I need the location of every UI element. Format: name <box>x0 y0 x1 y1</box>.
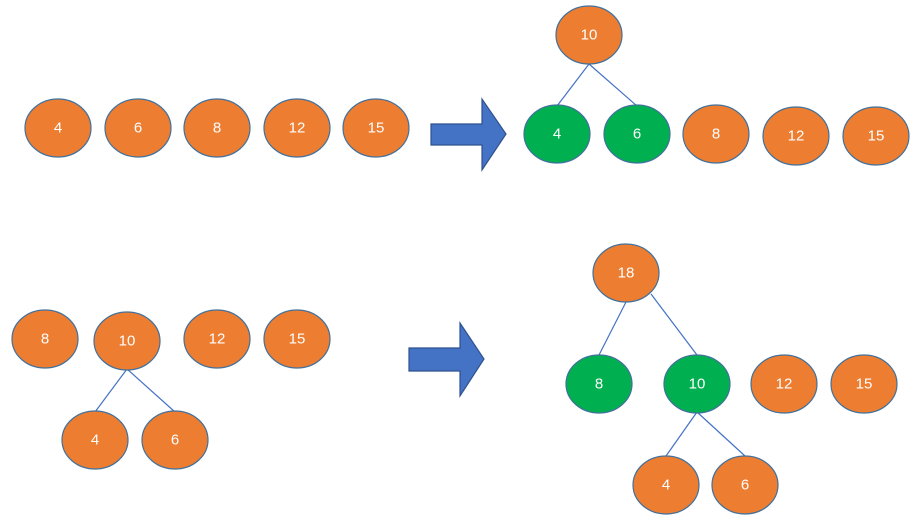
node-label: 4 <box>54 120 62 137</box>
tree-node: 8 <box>682 104 750 164</box>
node-label: 8 <box>213 120 221 137</box>
tree-node: 6 <box>104 98 172 158</box>
tree-node: 12 <box>183 309 251 369</box>
edge-10-to-4 <box>94 368 128 413</box>
tree-node: 12 <box>750 354 818 414</box>
tree-node: 15 <box>342 98 410 158</box>
edge-10-to-6 <box>696 411 746 457</box>
tree-node: 15 <box>842 106 910 166</box>
node-label: 6 <box>741 477 749 494</box>
tree-node: 12 <box>263 98 331 158</box>
node-label: 15 <box>868 128 885 145</box>
tree-node-child: 8 <box>565 354 633 414</box>
node-label: 6 <box>134 120 142 137</box>
node-label: 10 <box>119 333 136 350</box>
tree-node: 8 <box>183 98 251 158</box>
tree-node-root: 18 <box>592 243 660 303</box>
node-label: 6 <box>171 432 179 449</box>
node-label: 4 <box>662 477 670 494</box>
node-label: 6 <box>633 126 641 143</box>
tree-node-parent: 10 <box>555 5 623 65</box>
tree-node: 4 <box>24 98 92 158</box>
node-label: 10 <box>689 376 706 393</box>
node-label: 18 <box>618 265 635 282</box>
node-label: 8 <box>712 126 720 143</box>
edge-10-to-6 <box>588 63 638 107</box>
node-label: 12 <box>209 331 226 348</box>
edge-10-to-6 <box>126 368 176 413</box>
tree-node-child: 6 <box>603 104 671 164</box>
tree-node-grandchild: 6 <box>711 455 779 515</box>
node-label: 15 <box>856 376 873 393</box>
tree-node-parent: 10 <box>93 311 161 371</box>
node-label: 10 <box>581 27 598 44</box>
right-arrow-icon <box>408 321 485 399</box>
tree-node-child: 4 <box>523 104 591 164</box>
node-label: 12 <box>289 120 306 137</box>
node-label: 12 <box>788 128 805 145</box>
edge-18-to-8 <box>598 301 627 356</box>
tree-node: 8 <box>11 309 79 369</box>
edge-10-to-4 <box>556 63 590 107</box>
tree-node-child: 6 <box>141 410 209 470</box>
tree-node: 15 <box>263 309 331 369</box>
tree-node: 15 <box>830 354 898 414</box>
edge-18-to-10 <box>650 293 698 356</box>
tree-node-grandchild: 4 <box>632 455 700 515</box>
node-label: 4 <box>91 432 99 449</box>
node-label: 12 <box>776 376 793 393</box>
node-label: 8 <box>41 331 49 348</box>
node-label: 15 <box>368 120 385 137</box>
right-arrow-icon <box>430 97 507 172</box>
tree-node-child: 4 <box>61 410 129 470</box>
tree-node-child: 10 <box>663 354 731 414</box>
edge-10-to-4 <box>665 411 698 457</box>
node-label: 15 <box>289 331 306 348</box>
tree-node: 12 <box>762 106 830 166</box>
node-label: 8 <box>595 376 603 393</box>
node-label: 4 <box>553 126 561 143</box>
